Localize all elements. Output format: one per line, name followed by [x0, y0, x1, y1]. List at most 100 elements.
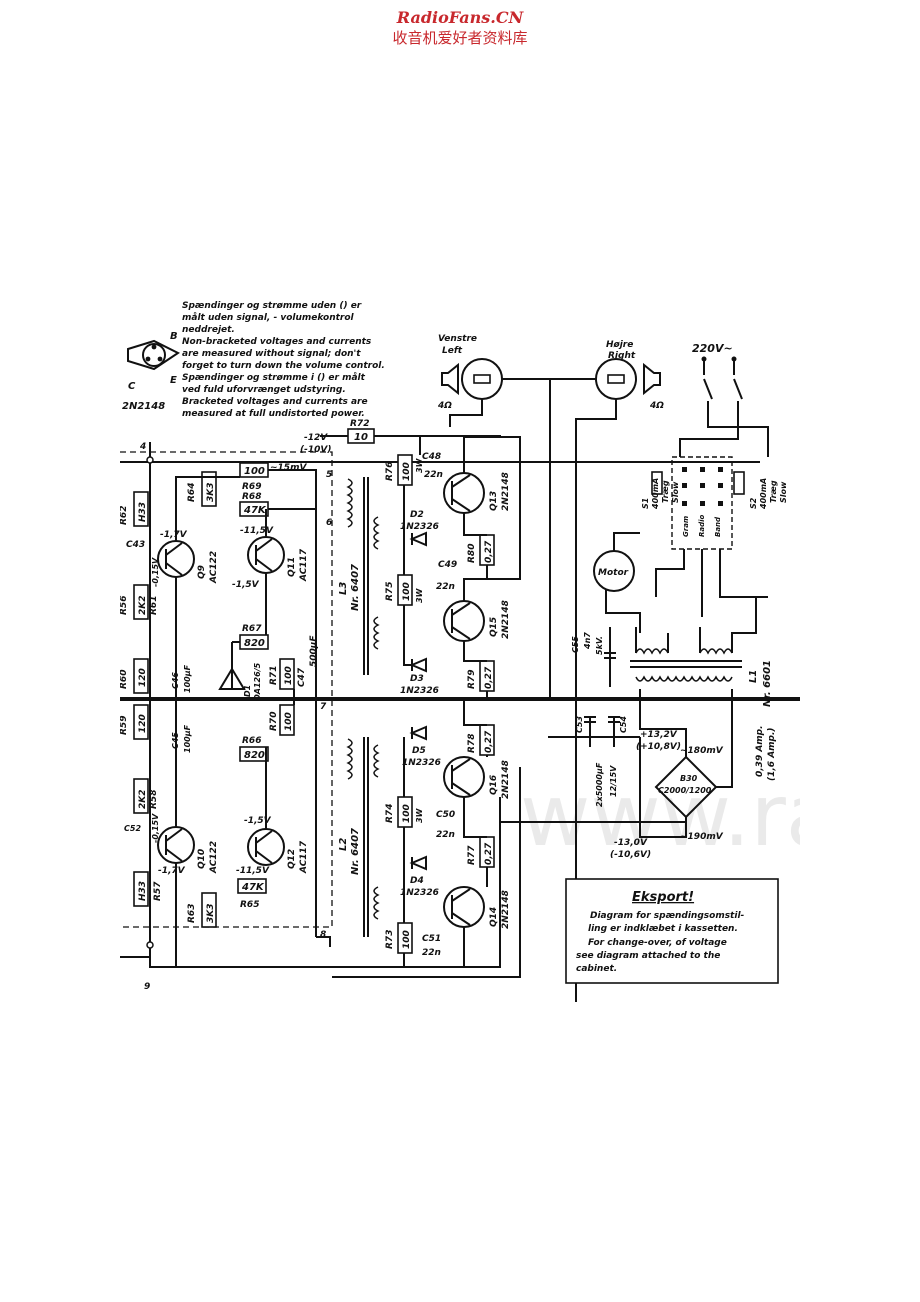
resistor-r64: [201, 471, 217, 507]
q15-label: Q15: [489, 617, 499, 637]
supply-current: 0,39 Amp.: [755, 725, 765, 777]
d1-type: OA126/5: [253, 662, 262, 701]
power-transformer: L1 Nr. 6601 C55 4n7 5kV.: [571, 596, 773, 707]
q11-emitter-voltage: -1,5V: [232, 580, 260, 590]
r68-label: R68: [242, 492, 261, 502]
c43-label: C43: [126, 540, 145, 550]
transformer-part: Nr. 6601: [762, 660, 773, 707]
d5-type: 1N2326: [402, 758, 441, 768]
switch-position-label: Gram: [682, 516, 690, 537]
fuse-s2: [733, 471, 745, 495]
resistor-r71: [279, 658, 295, 690]
pinout-part-label: 2N2148: [122, 401, 165, 412]
fuse-s2-type-en: Slow: [779, 481, 788, 503]
r58-value: 2K2: [138, 790, 148, 810]
export-title: Eksport!: [632, 890, 694, 905]
r73-value: 100: [402, 930, 412, 949]
q9-voltage: -1,7V: [160, 530, 188, 540]
rectifier-value: C2000/1200: [658, 786, 712, 795]
rectifier-ref: B30: [680, 774, 698, 783]
r75-rating: 3W: [415, 587, 424, 603]
speaker-right-name-en: Right: [608, 351, 636, 361]
feed-voltage: -12V: [304, 433, 328, 443]
feed-ripple: ~15mV: [270, 463, 307, 473]
pin-c-label: C: [128, 381, 136, 392]
d3-label: D3: [410, 674, 424, 684]
q11-label: Q11: [287, 557, 297, 577]
pin-b-label: B: [170, 331, 178, 342]
r57-value: H33: [138, 881, 148, 901]
fuse-s2-rating: 400mA: [759, 478, 768, 510]
r57-label: R57: [153, 881, 163, 901]
r60-value: 120: [138, 668, 148, 687]
r80-value: 0,27: [484, 540, 494, 563]
c48-value: 22n: [424, 470, 443, 480]
note-line: Bracketed voltages and currents are: [182, 397, 368, 407]
q16-type: 2N2148: [501, 760, 511, 799]
c47-value: 500μF: [309, 635, 319, 667]
q10-label: Q10: [197, 849, 207, 869]
cap-c55-rating: 5kV.: [595, 636, 604, 655]
r70-value: 100: [284, 712, 294, 731]
resistor-r62: [133, 491, 149, 527]
switch-contacts: [682, 467, 723, 506]
r79-label: R79: [467, 670, 477, 689]
q13-label: Q13: [489, 491, 499, 511]
export-line: cabinet.: [576, 964, 617, 974]
d1-label: D1: [243, 685, 252, 697]
resistor-r65: [237, 878, 267, 894]
q12-type: AC117: [299, 840, 309, 874]
r68-value: 47K: [243, 505, 267, 516]
d5-label: D5: [412, 746, 426, 756]
rail-neg-ripple: ~190mV: [680, 832, 724, 842]
filter-caps-rating: 12/15V: [609, 765, 618, 797]
fuse-s1-type: Træg: [661, 480, 670, 503]
d2-type: 1N2326: [400, 522, 439, 532]
q10-voltage: -1,7V: [158, 866, 186, 876]
r64-value: 3K3: [206, 483, 216, 503]
q15-type: 2N2148: [501, 600, 511, 639]
rail-neg-voltage: -13,0V: [614, 838, 648, 848]
c52-label: C52: [124, 824, 141, 833]
export-line: see diagram attached to the: [576, 951, 720, 961]
c49-label: C49: [438, 560, 457, 570]
fuse-s2-label: S2: [749, 497, 758, 509]
c48-label: C48: [422, 452, 441, 462]
note-line: Spændinger og strømme uden () er: [182, 301, 362, 311]
r67-value: 820: [244, 638, 265, 649]
rail-pos-voltage: +13,2V: [640, 730, 678, 740]
r69-label: R69: [242, 482, 261, 492]
r79-value: 0,27: [484, 666, 494, 689]
r77-value: 0,27: [484, 842, 494, 865]
c51-value: 22n: [422, 948, 441, 958]
r58-label: R58: [149, 790, 159, 809]
d4-label: D4: [410, 876, 424, 886]
r71-value: 100: [284, 666, 294, 685]
site-title[interactable]: RadioFans.CN: [396, 8, 524, 27]
r78-value: 0,27: [484, 730, 494, 753]
r64-label: R64: [187, 483, 197, 502]
resistor-r63: [201, 892, 217, 928]
resistor-r66: [239, 746, 269, 762]
export-line: Diagram for spændingsomstil-: [590, 911, 745, 921]
resistor-r57: [133, 871, 149, 907]
speaker-left-name: Venstre: [438, 334, 477, 344]
rail-pos-ripple: ~180mV: [680, 746, 724, 756]
q9-label: Q9: [197, 565, 207, 579]
r73-label: R73: [385, 930, 395, 949]
speaker-right-impedance: 4Ω: [649, 401, 664, 411]
driver-l3-ref: L3: [338, 582, 349, 595]
c51-label: C51: [422, 934, 441, 944]
r66-label: R66: [242, 736, 261, 746]
r72-label: R72: [350, 419, 369, 429]
r76-label: R76: [385, 462, 395, 481]
d4-type: 1N2326: [400, 888, 439, 898]
transistor-pinout: B C E 2N2148: [122, 331, 180, 412]
resistor-r70: [279, 704, 295, 736]
terminal-label: 6: [326, 518, 332, 528]
resistor-r58: [133, 778, 149, 814]
r61-label: R61: [149, 596, 159, 615]
site-watermark: www.radiofans.cn: [520, 766, 800, 866]
q9-emitter-voltage: -0,15V: [151, 557, 160, 587]
speaker-right: Højre Right 4Ω: [502, 340, 664, 1002]
